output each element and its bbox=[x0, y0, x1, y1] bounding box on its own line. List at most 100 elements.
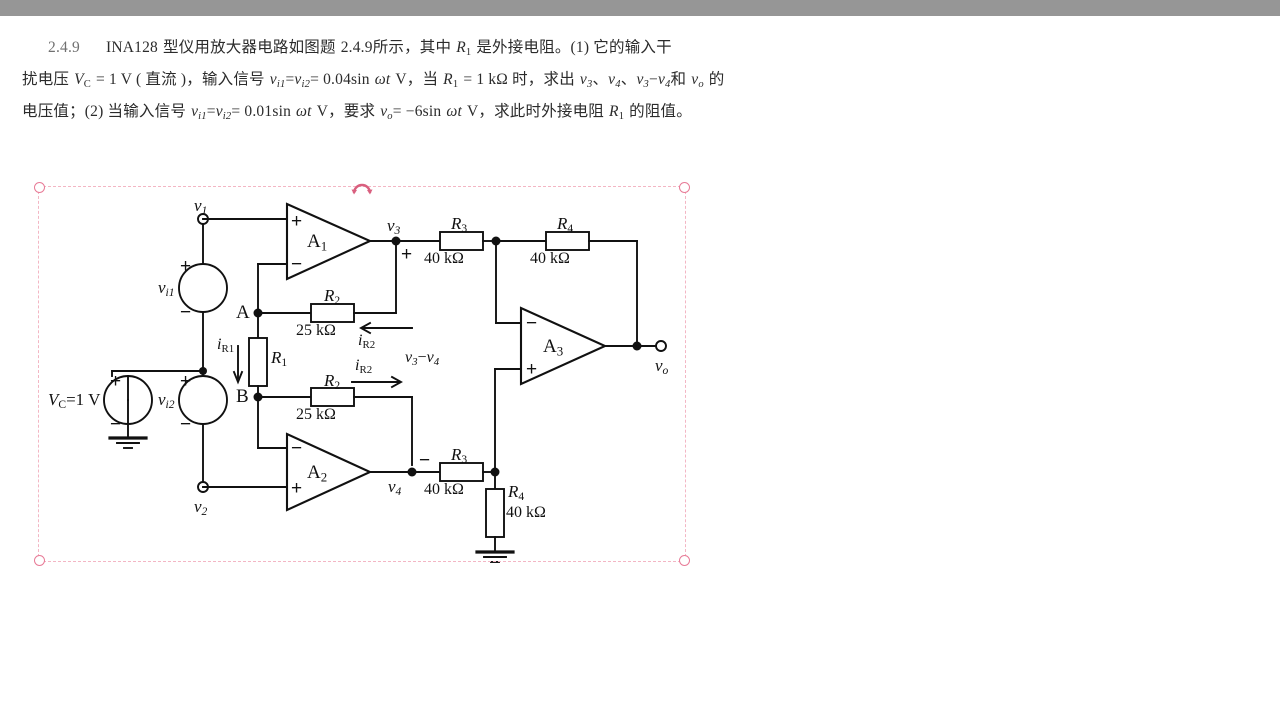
source-vi2-plus-icon: + bbox=[180, 371, 192, 392]
part-l2-de: 的 bbox=[708, 70, 725, 88]
polarity-v3-plus-icon: + bbox=[401, 244, 413, 265]
part-l3b: V，要求 bbox=[316, 102, 376, 120]
label-R2-top-name: R2 bbox=[324, 286, 341, 308]
window-top-bar bbox=[0, 0, 1280, 16]
part-l1d: 所示，其中 bbox=[372, 39, 452, 56]
rotate-handle-icon[interactable] bbox=[351, 178, 373, 196]
part-l2-v6sub: 4 bbox=[665, 78, 671, 90]
label-opamp-A1: A1 bbox=[307, 231, 328, 254]
opamp-A1-plus-icon: top+ bbox=[291, 211, 303, 232]
opamp-A2-minus-icon: − bbox=[291, 438, 303, 459]
label-opamp-A3: A3 bbox=[543, 336, 564, 359]
source-vc-minus-icon: − bbox=[110, 414, 122, 435]
label-current-iR2-bottom: iR2 bbox=[355, 357, 373, 377]
part-l2-v3sub: 3 bbox=[587, 78, 593, 90]
part-l3d: 的阻值。 bbox=[629, 102, 692, 120]
resize-handle-bottom-left[interactable] bbox=[34, 555, 45, 566]
part-l2-vo: v bbox=[691, 70, 699, 88]
label-source-vi1: vi1 bbox=[158, 278, 175, 300]
part-l1-Rsub: 1 bbox=[465, 46, 472, 58]
opamp-A2-plus-icon: + bbox=[291, 478, 303, 499]
part-l2-vosub: o bbox=[698, 78, 704, 90]
label-node-A: A bbox=[236, 302, 250, 323]
part-l3-v2: v bbox=[215, 102, 223, 120]
part-l2-v3: v bbox=[579, 70, 587, 88]
part-l3-eq1: = bbox=[206, 102, 216, 120]
label-v4: v4 bbox=[388, 477, 402, 499]
label-R3-top-value: 40 kΩ bbox=[424, 250, 464, 267]
opamp-A1-body bbox=[285, 202, 373, 281]
label-vo: vo bbox=[655, 356, 669, 378]
part-l2-V: V bbox=[74, 70, 84, 88]
part-l3-eq2: = 0.01sin bbox=[231, 102, 292, 120]
part-l2-he: 和 bbox=[670, 70, 687, 88]
source-vc-plus-icon: + bbox=[110, 371, 122, 392]
label-v1: v1 bbox=[194, 196, 208, 218]
part-l2-v4: v bbox=[608, 70, 616, 88]
part-l2-minus: − bbox=[649, 70, 658, 88]
label-R1-name: R1 bbox=[271, 348, 288, 370]
part-l2-v1sub: i1 bbox=[276, 78, 286, 90]
label-v3: v3 bbox=[387, 216, 401, 238]
part-l2d: = 1 kΩ 时，求出 bbox=[463, 70, 575, 88]
label-node-B: B bbox=[236, 386, 249, 407]
resize-handle-bottom-right[interactable] bbox=[679, 555, 690, 566]
part-l1e: 是外接电阻。(1) 它的输入干 bbox=[476, 39, 672, 56]
label-current-iR1: iR1 bbox=[217, 336, 235, 356]
label-R3-bottom-name: R3 bbox=[451, 445, 468, 467]
current-arrow-iR1-head bbox=[232, 370, 244, 385]
opamp-A2-body bbox=[285, 432, 373, 512]
label-R4-top-name: R4 bbox=[557, 214, 574, 236]
source-vi2-minus-icon: − bbox=[180, 414, 192, 435]
part-l2c: V，当 bbox=[395, 70, 439, 88]
part-l2-omega: ωt bbox=[374, 70, 391, 88]
polarity-v4-minus-icon: − bbox=[419, 450, 431, 471]
label-R3-bottom-value: 40 kΩ bbox=[424, 481, 464, 498]
label-R4-bottom-name: R4 bbox=[508, 482, 525, 504]
opamp-A3-plus-icon: + bbox=[526, 359, 538, 380]
problem-number: 2.4.9 bbox=[48, 39, 80, 56]
part-l2-v5: v bbox=[636, 70, 644, 88]
circuit-diagram[interactable] bbox=[0, 16, 1280, 720]
resize-handle-top-left[interactable] bbox=[34, 182, 45, 193]
current-arrow-iR2-top-head bbox=[359, 321, 372, 335]
part-l2-dun1: 、 bbox=[592, 70, 609, 88]
label-v2: v2 bbox=[194, 497, 208, 519]
part-l2-Vsub: C bbox=[83, 78, 92, 90]
figure-selection-box[interactable] bbox=[34, 182, 690, 566]
label-source-vc: VC=1 V bbox=[48, 390, 101, 412]
label-R2-bottom-name: R2 bbox=[324, 371, 341, 393]
part-l3-vo: v bbox=[380, 102, 388, 120]
label-R3-top-name: R3 bbox=[451, 214, 468, 236]
opamp-A1-minus-icon: − bbox=[291, 254, 303, 275]
part-l2-R: R bbox=[443, 70, 453, 88]
part-l3c: V，求此时外接电阻 bbox=[467, 102, 605, 120]
part-l3-omega2: ωt bbox=[446, 102, 463, 120]
opamp-A3-minus-icon: − bbox=[526, 313, 538, 334]
part-l2-v4sub: 4 bbox=[615, 78, 621, 90]
label-opamp-A2: A2 bbox=[307, 462, 328, 485]
part-l2-v2: v bbox=[294, 70, 302, 88]
label-R4-bottom-value: 40 kΩ bbox=[506, 504, 546, 521]
part-l3-Rsub: 1 bbox=[618, 110, 625, 122]
opamp-A3-body bbox=[519, 306, 608, 386]
part-l3-v1: v bbox=[191, 102, 199, 120]
part-l3a: 电压值；(2) 当输入信号 bbox=[22, 102, 187, 120]
source-vi1-plus-icon: + bbox=[180, 256, 192, 277]
part-l2-v6: v bbox=[657, 70, 666, 88]
part-l2b: = 1 V ( 直流 )，输入信号 bbox=[96, 70, 265, 88]
part-l2-v1: v bbox=[269, 70, 277, 88]
label-R4-top-value: 40 kΩ bbox=[530, 250, 570, 267]
source-vi1-minus-icon: − bbox=[180, 302, 192, 323]
part-l3-v2sub: i2 bbox=[222, 110, 232, 122]
part-l1-R: R bbox=[456, 39, 466, 56]
part-l2-eq1: = bbox=[285, 70, 295, 88]
resize-handle-top-right[interactable] bbox=[679, 182, 690, 193]
part-l2-Rsub: 1 bbox=[452, 78, 459, 90]
part-ina128: INA128 bbox=[106, 39, 158, 56]
label-source-vi2: vi2 bbox=[158, 390, 175, 412]
